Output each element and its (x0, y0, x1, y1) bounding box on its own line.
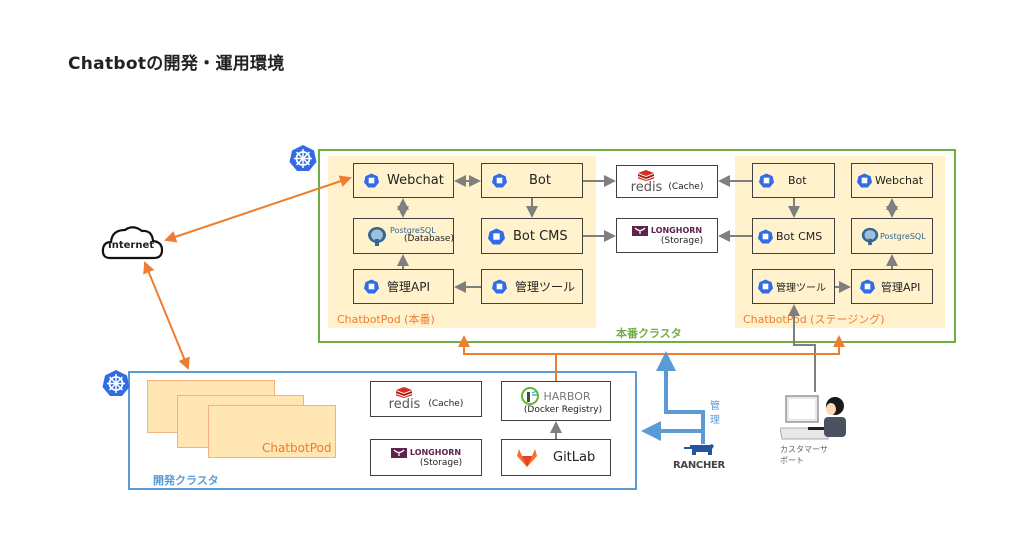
dev-pods-label: ChatbotPod (262, 441, 332, 455)
pod-icon (364, 173, 379, 188)
chatbot-pod-dev-3 (208, 405, 336, 458)
harbor-deploy-line (458, 335, 557, 381)
harbor-staging-line (556, 335, 845, 355)
internet-dev-arrow (143, 261, 190, 370)
longhorn-storage-box-dev[interactable]: LONGHORN (Storage) (370, 439, 482, 476)
pod-icon (759, 173, 774, 188)
customer-support-person-icon (780, 395, 846, 440)
postgresql-icon (861, 227, 879, 246)
redis-icon (396, 387, 413, 398)
redis-cache-box-prod[interactable]: redis (Cache) (616, 165, 718, 198)
support-staging-line (788, 304, 816, 392)
kubernetes-icon (289, 145, 317, 171)
gitlab-icon (517, 448, 537, 467)
pod-icon (758, 279, 773, 294)
redis-cache-box-dev[interactable]: redis (Cache) (370, 381, 482, 417)
pod-icon (857, 173, 872, 188)
pod-icon (758, 228, 773, 244)
prod-cluster-label: 本番クラスタ (616, 327, 682, 340)
rancher-icon (684, 444, 714, 455)
harbor-registry-box[interactable]: HARBOR (Docker Registry) (501, 381, 611, 421)
pod-label-production: ChatbotPod (本番) (337, 313, 435, 326)
manage-label-2: 理 (710, 415, 720, 426)
postgresql-icon (368, 227, 386, 246)
webchat-box[interactable]: Webchat (353, 163, 454, 198)
webchat-box-staging[interactable]: Webchat (851, 163, 933, 198)
longhorn-storage-box-prod[interactable]: LONGHORN (Storage) (616, 218, 718, 253)
rancher-prod-manage-line (656, 351, 705, 444)
pod-icon (492, 173, 507, 188)
dev-cluster (128, 371, 637, 490)
kubernetes-icon (102, 370, 130, 396)
page-title: Chatbotの開発・運用環境 (68, 54, 285, 74)
pod-icon (364, 279, 379, 294)
admin-tool-box-staging[interactable]: 管理ツール (752, 269, 835, 304)
pod-label-staging: ChatbotPod (ステージング) (743, 313, 885, 326)
customer-support-label: カスタマーサ ポート (780, 445, 828, 466)
redis-icon (638, 169, 655, 181)
dev-cluster-label: 開発クラスタ (153, 474, 219, 487)
bot-box-staging[interactable]: Bot (752, 163, 835, 198)
manage-label-1: 管 (710, 401, 720, 412)
prod-cluster (318, 149, 956, 343)
bot-box[interactable]: Bot (481, 163, 583, 198)
admin-tool-box[interactable]: 管理ツール (481, 269, 583, 304)
admin-api-box-staging[interactable]: 管理API (851, 269, 933, 304)
postgresql-box[interactable]: PostgreSQL (Database) (353, 218, 454, 254)
pod-icon (860, 279, 875, 294)
longhorn-icon (631, 225, 648, 236)
gitlab-box[interactable]: GitLab (501, 439, 611, 476)
bot-cms-box-staging[interactable]: Bot CMS (752, 218, 835, 254)
harbor-icon (521, 387, 540, 405)
pod-icon (492, 279, 507, 294)
admin-api-box[interactable]: 管理API (353, 269, 454, 304)
internet-label: Internet (108, 240, 155, 251)
bot-cms-box[interactable]: Bot CMS (481, 218, 583, 254)
postgresql-box-staging[interactable]: PostgreSQL (851, 218, 933, 254)
rancher-label: RANCHER (673, 460, 725, 471)
pod-icon (488, 228, 505, 244)
internet-webchat-arrow (164, 175, 352, 243)
longhorn-icon (390, 447, 407, 458)
internet-cloud-icon (101, 226, 164, 260)
